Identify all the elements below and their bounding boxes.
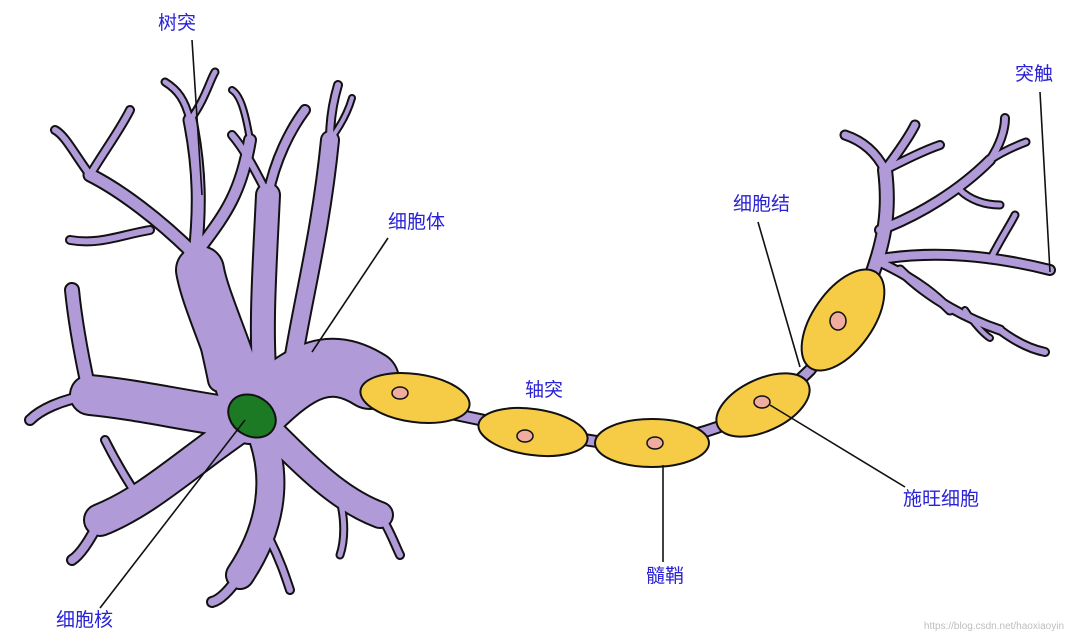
label-dendrite: 树突 xyxy=(158,12,197,34)
leader-soma xyxy=(311,237,389,353)
leader-node xyxy=(757,221,801,368)
label-terminal: 突触 xyxy=(1015,63,1054,85)
schwann-cell-2 xyxy=(477,406,589,458)
label-myelin: 髓鞘 xyxy=(646,565,685,587)
schwann-cell-1 xyxy=(359,372,471,424)
schwann-cell-3 xyxy=(594,418,710,468)
label-nucleus: 细胞核 xyxy=(56,609,114,631)
schwann-cell-5 xyxy=(800,268,886,372)
label-schwann: 施旺细胞 xyxy=(903,488,980,510)
neuron-fill xyxy=(26,69,1054,606)
leader-dendrite xyxy=(191,39,203,196)
leader-terminal xyxy=(1039,91,1051,273)
label-axon: 轴突 xyxy=(525,379,564,401)
schwann-cell-4 xyxy=(715,372,811,438)
myelin-sheath xyxy=(359,268,886,468)
leader-schwann xyxy=(769,404,906,488)
label-node: 细胞结 xyxy=(733,193,791,215)
leader-nucleus xyxy=(99,419,246,609)
label-soma: 细胞体 xyxy=(388,211,446,233)
watermark: https://blog.csdn.net/haoxiaoyin xyxy=(923,621,1064,632)
leader-lines xyxy=(99,39,1051,609)
